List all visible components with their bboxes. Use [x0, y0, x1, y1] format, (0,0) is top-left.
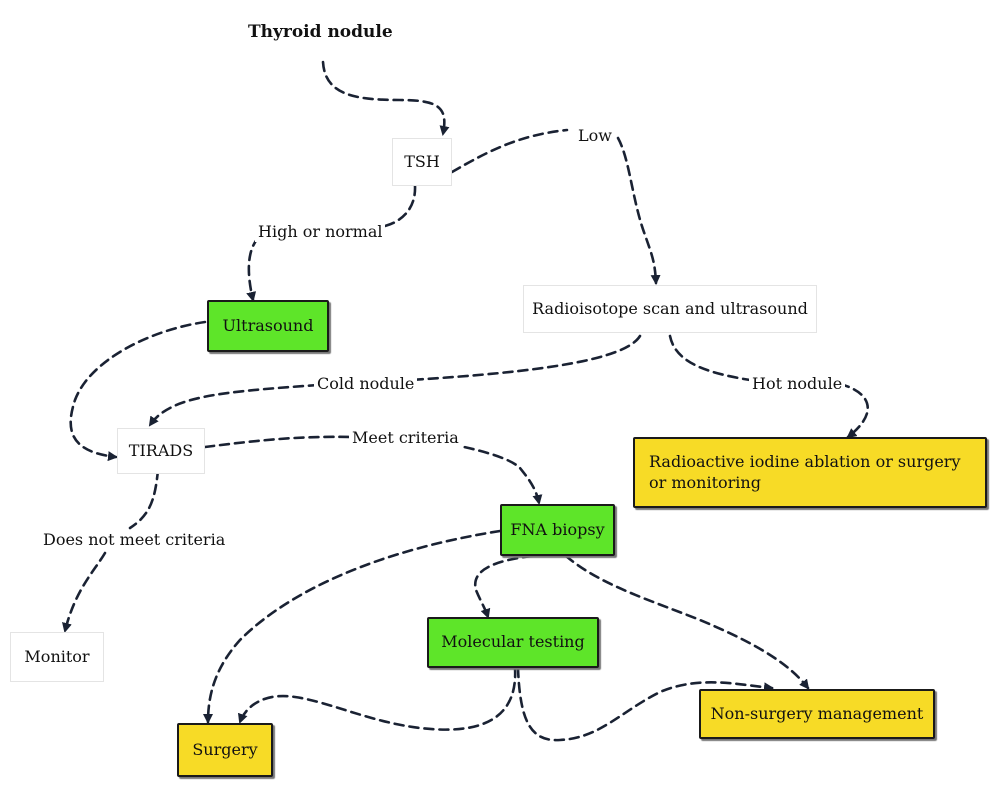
edge-label-hot-nodule: Hot nodule: [749, 374, 846, 394]
arrow-radioisotope-to-nonsurgical-hot: [668, 334, 869, 437]
fna-biopsy-node: FNA biopsy: [500, 504, 615, 556]
arrow-tirads-to-fna-meet: [203, 435, 539, 503]
arrow-fna-to-nonsurgery: [564, 554, 810, 690]
arrow-molecular-to-surgery: [237, 666, 517, 731]
arrow-fna-to-surgery: [203, 529, 502, 724]
tirads-node: TIRADS: [117, 428, 205, 474]
non-surgery-management-node: Non-surgery management: [699, 689, 935, 739]
edge-label-does-not-meet-criteria: Does not meet criteria: [40, 530, 229, 550]
edge-label-meet-criteria: Meet criteria: [349, 428, 462, 448]
arrow-tirads-to-monitor-not-meet: [65, 468, 160, 631]
edge-label-cold-nodule: Cold nodule: [314, 374, 418, 394]
arrow-tsh-to-radioisotope-low: [450, 128, 656, 283]
arrow-tsh-to-ultrasound-high-normal: [249, 184, 417, 300]
monitor-node: Monitor: [10, 632, 104, 682]
radioactive-iodine-node: Radioactive iodine ablation or surgery o…: [633, 437, 987, 508]
molecular-testing-node: Molecular testing: [427, 617, 599, 668]
arrow-radioisotope-to-tirads-cold: [150, 334, 642, 425]
tsh-node: TSH: [392, 138, 452, 186]
edge-label-high-or-normal: High or normal: [255, 222, 386, 242]
arrow-ultrasound-to-tirads: [69, 320, 207, 462]
surgery-node: Surgery: [177, 723, 273, 777]
radioisotope-node: Radioisotope scan and ultrasound: [523, 285, 817, 333]
ultrasound-node: Ultrasound: [207, 300, 329, 352]
arrow-title-to-tsh: [321, 60, 450, 136]
edge-label-low: Low: [575, 126, 615, 146]
diagram-title: Thyroid nodule: [248, 22, 393, 42]
arrow-fna-to-molecular: [473, 554, 534, 619]
